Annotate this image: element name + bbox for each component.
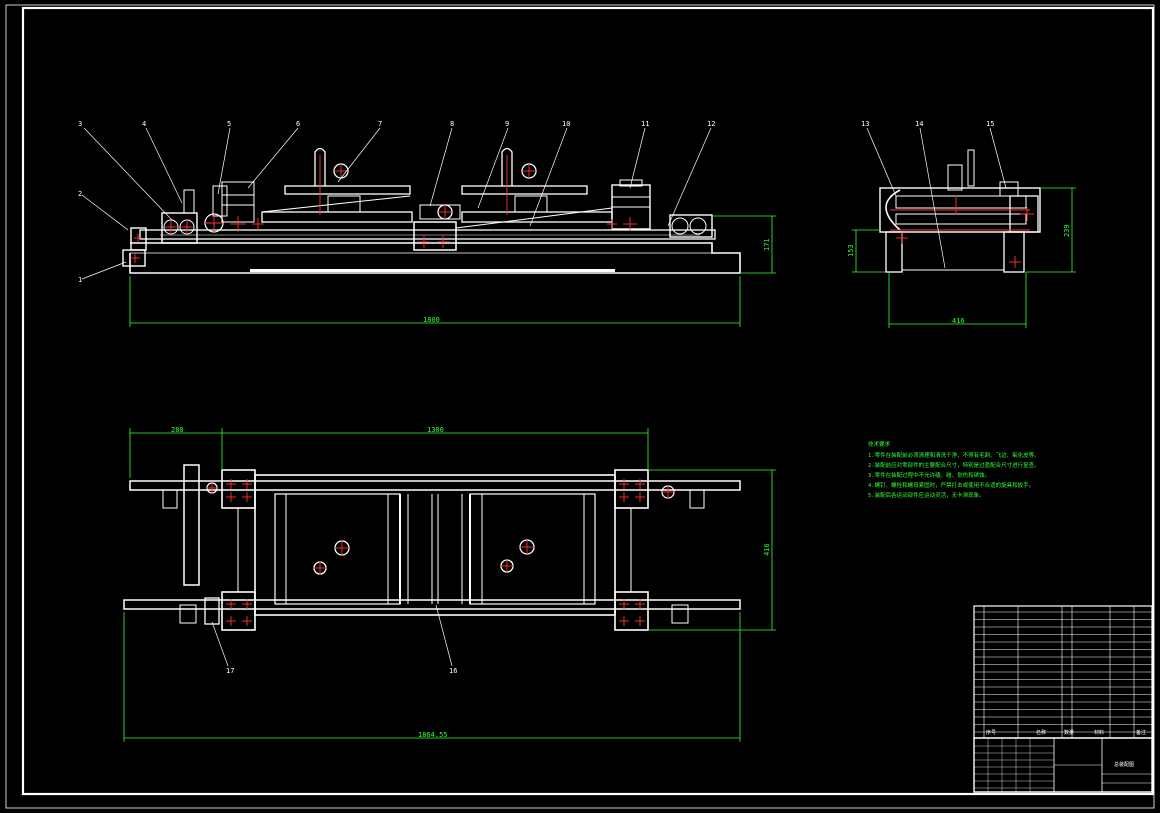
callout-10: 10 <box>562 120 570 128</box>
callout-12: 12 <box>707 120 715 128</box>
side-view: 13 14 15 416 239 153 <box>847 120 1076 328</box>
dim-side-height-left: 153 <box>847 244 855 257</box>
notes-line-4: 4.螺钉、螺栓和螺母紧固时，严禁打击或使用不合适的旋具和扳手。 <box>868 481 1034 489</box>
callout-1: 1 <box>78 276 82 284</box>
bom-header-name: 名称 <box>1036 729 1046 736</box>
callout-5: 5 <box>227 120 231 128</box>
dim-top-left-offset: 280 <box>171 426 184 434</box>
callout-2: 2 <box>78 190 82 198</box>
callout-9: 9 <box>505 120 509 128</box>
notes-line-1: 1.零件在装配前必须清理和清洗干净，不得有毛刺、飞边、氧化皮等。 <box>868 451 1040 459</box>
callout-3: 3 <box>78 120 82 128</box>
dim-side-height-right: 239 <box>1063 224 1071 237</box>
dim-top-total-length: 1864.55 <box>418 731 448 739</box>
bom-header-note: 备注 <box>1136 729 1146 736</box>
parts-list: 序号 名称 数量 材料 备注 <box>973 605 1153 739</box>
dim-front-height: 171 <box>763 238 771 251</box>
top-view: 17 16 280 1300 416 1864.55 <box>123 426 776 742</box>
notes-line-2: 2.装配前应对零部件的主要配合尺寸，特别是过盈配合尺寸进行复查。 <box>868 461 1040 469</box>
callout-7: 7 <box>378 120 382 128</box>
dim-top-depth: 416 <box>763 543 771 556</box>
notes-title: 技术要求 <box>868 440 891 448</box>
dim-top-center-span: 1300 <box>427 426 444 434</box>
callout-8: 8 <box>450 120 454 128</box>
callout-13: 13 <box>861 120 869 128</box>
bom-header-qty: 数量 <box>1064 729 1074 736</box>
notes-line-3: 3.零件在装配过程中不允许磕、碰、划伤和锈蚀。 <box>868 471 990 479</box>
bom-header-index: 序号 <box>986 729 996 736</box>
callout-11: 11 <box>641 120 649 128</box>
dim-side-width: 416 <box>952 317 965 325</box>
callout-15: 15 <box>986 120 994 128</box>
drawing-name: 总装配图 <box>1114 761 1134 768</box>
front-view: 3 4 5 6 7 8 9 10 11 12 2 1 1800 171 <box>78 120 776 327</box>
outer-frame <box>5 4 1155 809</box>
technical-notes: 技术要求 1.零件在装配前必须清理和清洗干净，不得有毛刺、飞边、氧化皮等。 2.… <box>868 440 1040 499</box>
bom-header-material: 材料 <box>1094 729 1104 736</box>
callout-16: 16 <box>449 667 457 675</box>
callout-6: 6 <box>296 120 300 128</box>
notes-line-5: 5.装配后各运动部件应运动灵活，无卡滞现象。 <box>868 491 985 499</box>
title-block: 总装配图 <box>973 737 1153 793</box>
callout-14: 14 <box>915 120 923 128</box>
callout-17: 17 <box>226 667 234 675</box>
callout-4: 4 <box>142 120 146 128</box>
dim-front-length: 1800 <box>423 316 440 324</box>
inner-frame <box>21 6 1155 796</box>
